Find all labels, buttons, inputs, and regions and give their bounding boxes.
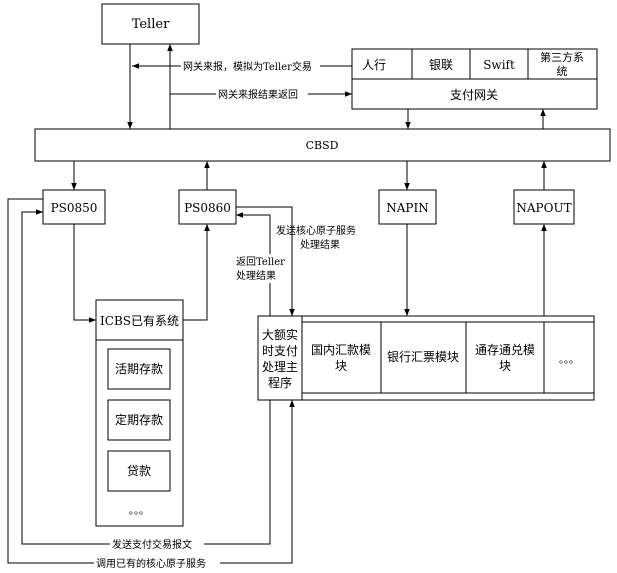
- domestic-remit-line1: 国内汇款模: [311, 343, 371, 357]
- main-program-line1: 大额实: [262, 327, 298, 342]
- icbs-label: ICBS已有系统: [100, 314, 179, 328]
- label-gateway-return: 网关来报结果返回: [218, 88, 298, 101]
- domestic-remit-line2: 块: [335, 359, 347, 373]
- label-return-teller-line1: 返回Teller: [236, 256, 285, 268]
- loan-label: 贷款: [127, 464, 151, 478]
- cbsd-label: CBSD: [306, 139, 339, 152]
- fixed-deposit-label: 定期存款: [115, 412, 163, 427]
- yinlian-label: 银联: [429, 58, 453, 72]
- arrow-ps0850-to-icbs: [73, 224, 96, 323]
- label-return-teller-line2: 处理结果: [236, 269, 276, 282]
- modules-more-label: 。。。: [559, 355, 579, 366]
- teller-label: Teller: [132, 17, 170, 32]
- third-party-label-line2: 统: [557, 65, 568, 78]
- napout-label: NAPOUT: [516, 201, 571, 215]
- arrow-send-payment-message: [21, 209, 271, 545]
- main-program-line3: 处理主: [262, 360, 298, 374]
- icbs-more-label: 。。。: [129, 506, 149, 517]
- modules-top-stripe: [301, 315, 595, 323]
- renhang-label: 人行: [362, 58, 386, 72]
- main-program-line4: 程序: [268, 375, 292, 390]
- ps0850-box: [42, 189, 106, 225]
- napout-box: [513, 189, 575, 225]
- modules-box: [301, 315, 595, 401]
- label-gateway-to-teller: 网关来报，模拟为Teller交易: [183, 60, 312, 73]
- bank-draft-label: 银行汇票模块: [387, 350, 459, 364]
- universal-deposit-line1: 通存通兑模: [475, 343, 535, 357]
- current-deposit-label: 活期存款: [115, 362, 163, 376]
- current-deposit-box: [107, 348, 171, 390]
- label-send-core-line2: 处理结果: [300, 238, 340, 251]
- label-send-core-line1: 发送核心原子服务: [276, 224, 356, 237]
- modules-bottom-stripe: [301, 392, 595, 401]
- napin-label: NAPIN: [386, 201, 428, 215]
- arrow-ps0860-to-main: [236, 206, 295, 316]
- label-send-payment-message: 发送支付交易报文: [112, 538, 192, 551]
- swift-label: Swift: [483, 58, 515, 72]
- universal-deposit-line2: 块: [499, 359, 511, 373]
- napin-box: [378, 189, 437, 225]
- cbsd-box: [34, 128, 611, 162]
- main-program-line2: 时支付: [262, 344, 298, 358]
- payment-gateway-label: 支付网关: [450, 88, 498, 102]
- teller-box: [101, 3, 200, 45]
- third-party-label-line1: 第三方系: [540, 50, 584, 64]
- loan-box: [107, 450, 171, 492]
- arrow-call-core-service: [7, 198, 295, 564]
- arrow-icbs-to-ps0860: [183, 224, 210, 321]
- ps0850-label: PS0850: [51, 201, 98, 215]
- ps0860-label: PS0860: [184, 201, 231, 215]
- label-call-core-service: 调用已有的核心原子服务: [96, 557, 206, 570]
- fixed-deposit-box: [107, 399, 171, 441]
